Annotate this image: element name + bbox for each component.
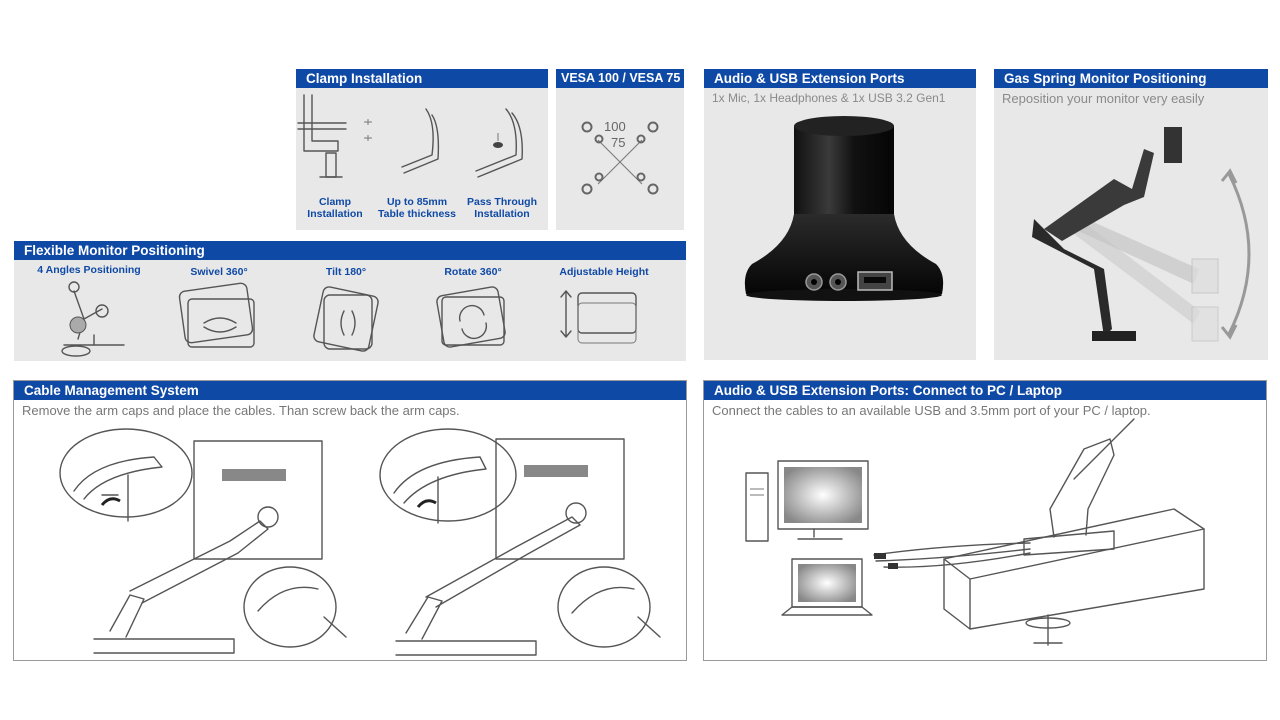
rotate-icon [436, 286, 506, 348]
gas-spring-arm-illustration [1032, 127, 1251, 342]
gas-spring-subtitle: Reposition your monitor very easily [1002, 91, 1205, 106]
label-4-angles: 4 Angles Positioning [37, 264, 141, 276]
vesa-100-label: 100 [604, 119, 626, 134]
cable-management-step-2-illustration [379, 428, 661, 656]
desktop-pc-illustration [745, 460, 869, 542]
clamp-illustration [297, 94, 372, 178]
cable-management-step-1-illustration [59, 428, 347, 654]
gas-spring-panel: Gas Spring Monitor Positioning Repositio… [994, 69, 1268, 360]
connect-pc-panel: Audio & USB Extension Ports: Connect to … [703, 380, 1267, 661]
connect-pc-subtitle: Connect the cables to an available USB a… [712, 403, 1151, 418]
caption-pass-through: Pass Through Installation [460, 196, 544, 220]
vesa-header: VESA 100 / VESA 75 [556, 69, 684, 88]
cable-management-subtitle: Remove the arm caps and place the cables… [22, 403, 460, 418]
adjustable-height-icon [560, 290, 637, 344]
flexible-positioning-panel: Flexible Monitor Positioning 4 Angles Po… [14, 241, 686, 361]
connect-pc-header: Audio & USB Extension Ports: Connect to … [704, 381, 1266, 400]
caption-table-thickness-line2: Table thickness [377, 208, 456, 220]
caption-pass-through-line2: Installation [474, 208, 530, 220]
pass-through-illustration [475, 108, 523, 178]
audio-usb-header: Audio & USB Extension Ports [704, 69, 976, 88]
label-tilt: Tilt 180° [325, 266, 367, 278]
caption-table-thickness-line1: Up to 85mm [386, 196, 448, 208]
caption-clamp-line2: Installation [307, 208, 363, 220]
caption-pass-through-line1: Pass Through [466, 196, 537, 208]
vesa-panel: VESA 100 / VESA 75 100 75 [556, 69, 684, 230]
label-adjustable-height: Adjustable Height [559, 266, 649, 278]
audio-usb-base-photo [744, 116, 944, 301]
swivel-icon [178, 282, 255, 348]
audio-usb-subtitle: 1x Mic, 1x Headphones & 1x USB 3.2 Gen1 [712, 91, 946, 105]
clamp-installation-header: Clamp Installation [296, 69, 548, 88]
caption-table-thickness: Up to 85mm Table thickness [376, 196, 458, 220]
desk-mount-connection-illustration [873, 418, 1205, 646]
cable-management-panel: Cable Management System Remove the arm c… [13, 380, 687, 661]
flexible-positioning-header: Flexible Monitor Positioning [14, 241, 686, 260]
laptop-illustration [781, 558, 873, 616]
four-angles-icon [61, 281, 125, 357]
gas-spring-header: Gas Spring Monitor Positioning [994, 69, 1268, 88]
table-thickness-illustration [401, 108, 440, 174]
tilt-icon [313, 286, 379, 352]
audio-usb-panel: Audio & USB Extension Ports 1x Mic, 1x H… [704, 69, 976, 360]
label-rotate: Rotate 360° [444, 266, 502, 278]
clamp-installation-panel: Clamp Installation Clamp Installation Up… [296, 69, 548, 230]
vesa-pattern-illustration [581, 121, 659, 195]
caption-clamp-line1: Clamp [318, 196, 352, 208]
caption-clamp: Clamp Installation [296, 196, 374, 220]
vesa-75-label: 75 [611, 135, 626, 150]
label-swivel: Swivel 360° [190, 266, 248, 278]
cable-management-header: Cable Management System [14, 381, 686, 400]
